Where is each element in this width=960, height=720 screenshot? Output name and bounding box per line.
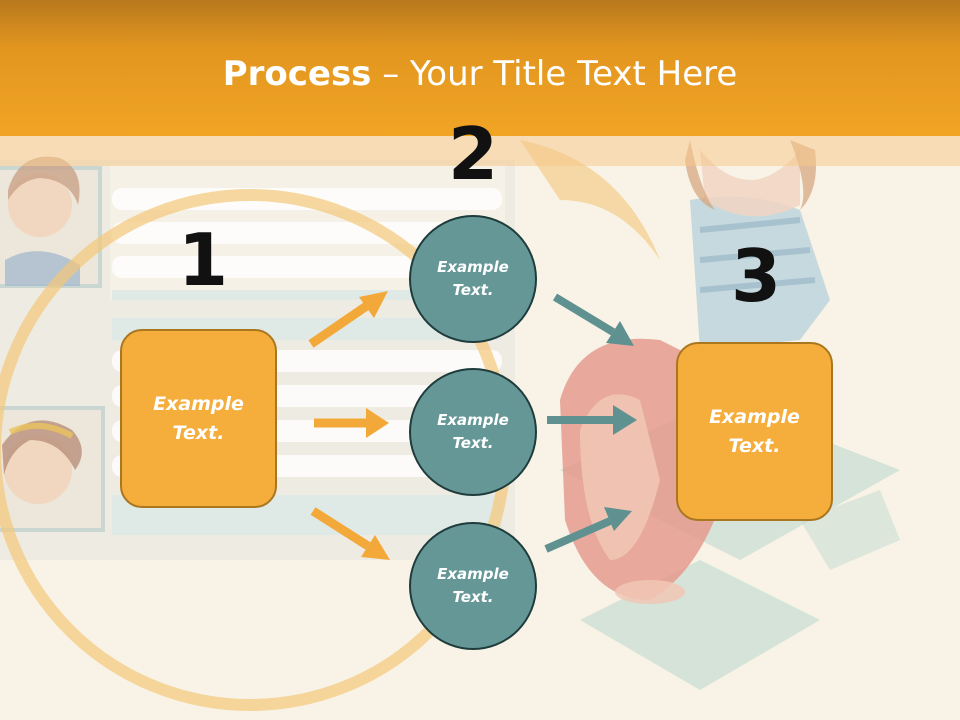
step2-circle-top: Example Text. [409,215,537,343]
step1-box-text: Example Text. [153,392,244,444]
step-number-2: 2 [448,112,499,196]
step-number-3: 3 [731,234,782,318]
slide-title: Process – Your Title Text Here [0,54,960,94]
circle-middle-text: Example Text. [437,411,509,452]
step1-box: Example Text. [120,329,277,508]
step3-box: Example Text. [676,342,833,521]
circle-top-text: Example Text. [437,258,509,299]
title-rest: – Your Title Text Here [371,54,738,94]
title-bar [0,0,960,136]
step2-circle-bottom: Example Text. [409,522,537,650]
arrow-bottom-to-right [544,507,632,553]
step3-box-text: Example Text. [709,405,800,457]
step-number-1: 1 [178,218,229,302]
arrow-left-to-mid [314,408,389,438]
arrow-top-to-right [552,293,634,346]
title-bold: Process [222,54,372,94]
arrow-left-to-top [308,291,388,348]
arrow-left-to-bottom [310,507,390,560]
circle-bottom-text: Example Text. [437,565,509,606]
step2-circle-middle: Example Text. [409,368,537,496]
arrow-mid-to-right [547,405,637,435]
